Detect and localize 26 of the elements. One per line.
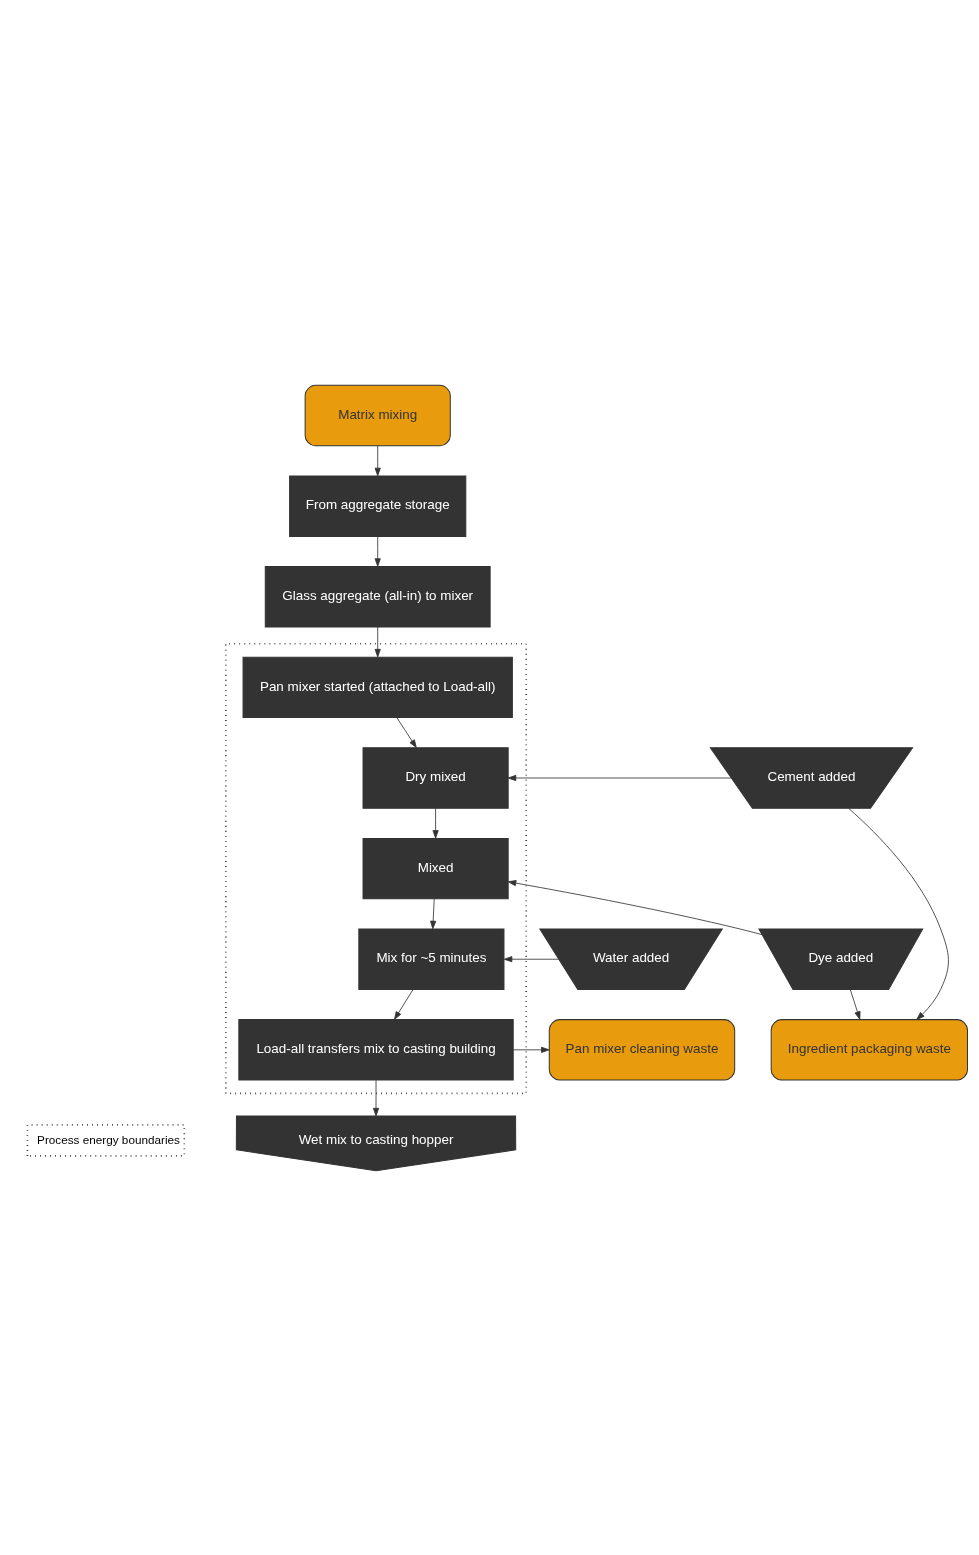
arrow bbox=[396, 716, 417, 748]
node-box: Pan mixer cleaning waste bbox=[548, 1018, 736, 1081]
node-box: Glass aggregate (all-in) to mixer bbox=[264, 565, 491, 627]
arrow bbox=[849, 988, 861, 1020]
arrow bbox=[507, 774, 732, 781]
arrow bbox=[374, 626, 381, 657]
arrow bbox=[430, 897, 437, 929]
arrow bbox=[848, 807, 949, 1020]
arrow bbox=[432, 807, 439, 839]
node-box: Ingredient packaging waste bbox=[770, 1018, 968, 1081]
arrow bbox=[374, 535, 381, 567]
arrow bbox=[513, 1046, 550, 1053]
arrow bbox=[507, 879, 763, 935]
arrow bbox=[374, 444, 381, 476]
node-box: Load-all transfers mix to casting building bbox=[238, 1018, 514, 1081]
node-box: Dry mixed bbox=[362, 746, 509, 809]
legend-label: Process energy boundaries bbox=[37, 1132, 180, 1146]
cluster bbox=[225, 642, 528, 1094]
node-box: Mixed bbox=[362, 837, 509, 899]
node-box: From aggregate storage bbox=[289, 474, 467, 537]
arrow bbox=[372, 1079, 380, 1116]
node-box: Matrix mixing bbox=[304, 384, 451, 446]
node-box: Mix for ~5 minutes bbox=[358, 928, 505, 990]
node-box: Pan mixer started (attached to Load-all) bbox=[242, 656, 513, 718]
arrow bbox=[503, 955, 560, 962]
arrow bbox=[394, 988, 414, 1020]
